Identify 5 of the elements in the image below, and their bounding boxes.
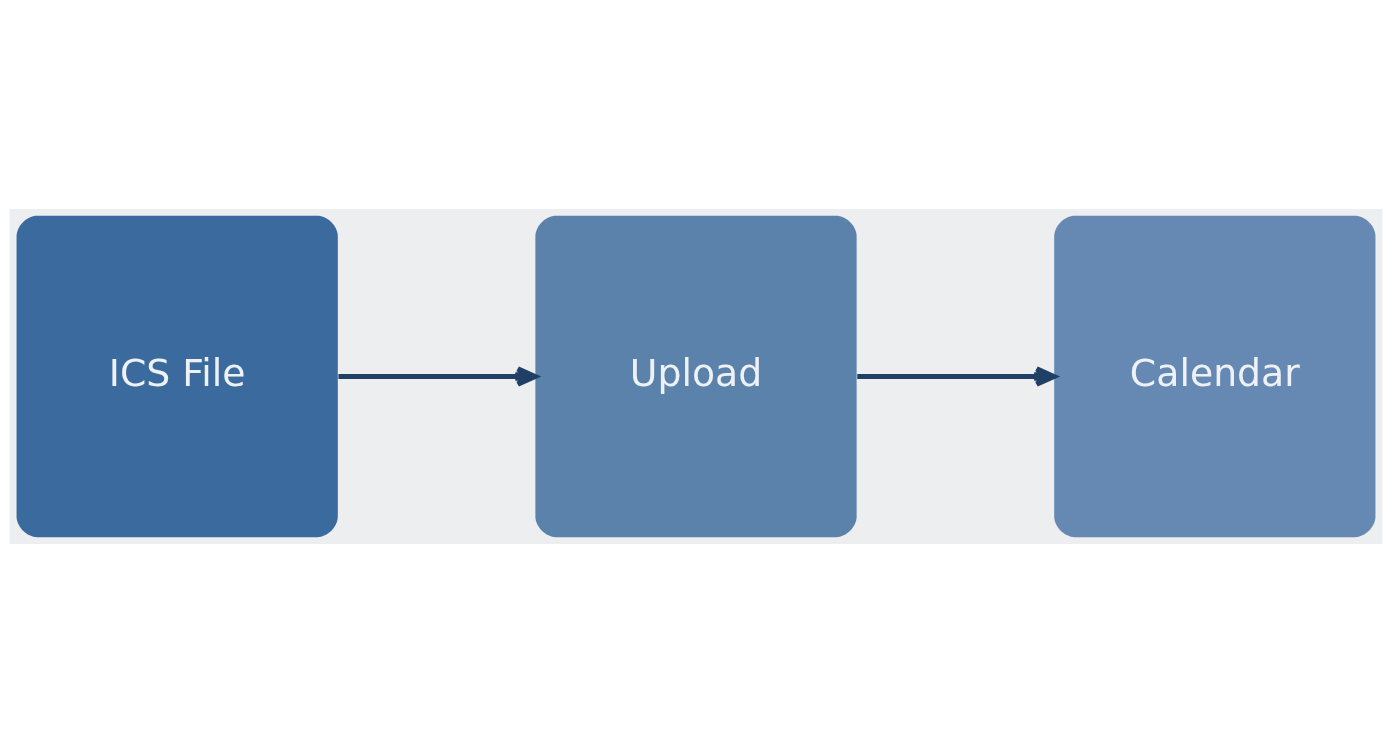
- node-box: Calendar: [1054, 215, 1376, 537]
- arrow: [338, 365, 538, 387]
- arrow: [857, 365, 1057, 387]
- node-box: Upload: [535, 215, 857, 537]
- node-box: ICS File: [16, 215, 338, 537]
